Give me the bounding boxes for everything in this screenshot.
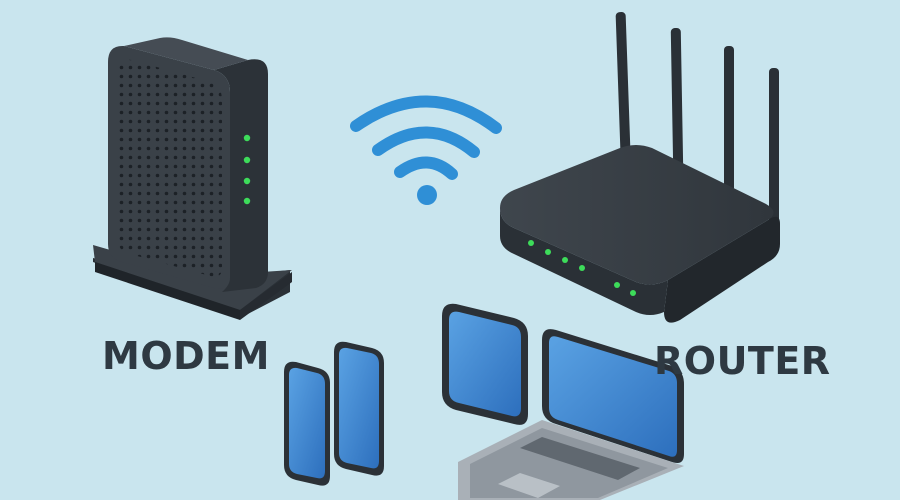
router-antenna-2 xyxy=(670,27,684,179)
wifi-icon xyxy=(350,95,502,205)
smartphone-icon xyxy=(334,341,384,476)
modem-icon xyxy=(93,37,292,320)
router-antenna-4 xyxy=(769,68,779,228)
modem-led-2 xyxy=(243,156,251,164)
tablet-icon xyxy=(442,303,528,425)
modem-led-4 xyxy=(243,197,251,205)
smartphone-icon xyxy=(284,361,330,486)
router-antenna-3 xyxy=(724,46,734,206)
router-label: ROUTER xyxy=(654,339,831,383)
router-led-4 xyxy=(579,265,585,271)
router-led-6 xyxy=(630,290,636,296)
modem-led-3 xyxy=(243,177,251,185)
router-led-5 xyxy=(614,282,620,288)
router-antenna-1 xyxy=(615,12,631,152)
modem-led-1 xyxy=(243,134,251,142)
modem-label: MODEM xyxy=(102,334,270,378)
router-icon xyxy=(500,12,780,323)
router-led-1 xyxy=(528,240,534,246)
router-led-3 xyxy=(562,257,568,263)
laptop-icon xyxy=(458,329,684,500)
router-led-2 xyxy=(545,249,551,255)
